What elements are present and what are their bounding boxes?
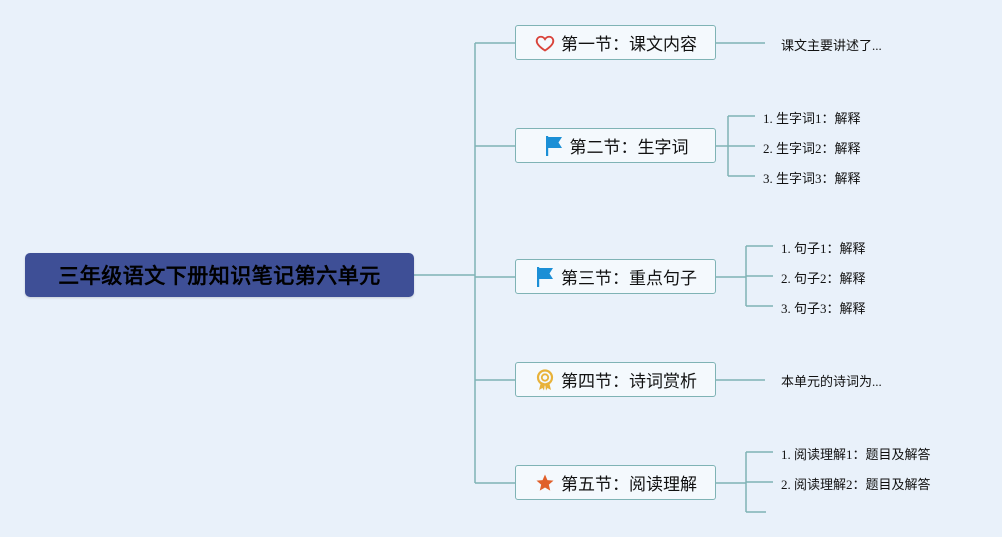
heart-icon bbox=[534, 32, 556, 54]
note-1-1[interactable]: 课文主要讲述了... bbox=[781, 38, 882, 53]
section-3-label: 第三节：重点句子 bbox=[561, 269, 697, 289]
section-3[interactable]: 第三节：重点句子 bbox=[515, 259, 716, 294]
flag-icon bbox=[543, 135, 565, 157]
root-topic[interactable]: 三年级语文下册知识笔记第六单元 bbox=[25, 253, 414, 297]
note-3-1[interactable]: 1. 句子1：解释 bbox=[781, 241, 866, 256]
medal-icon bbox=[534, 368, 556, 391]
section-4[interactable]: 第四节：诗词赏析 bbox=[515, 362, 716, 397]
section-1-label: 第一节：课文内容 bbox=[561, 35, 697, 55]
section-4-label: 第四节：诗词赏析 bbox=[561, 372, 697, 392]
section-2[interactable]: 第二节：生字词 bbox=[515, 128, 716, 163]
note-2-1[interactable]: 1. 生字词1：解释 bbox=[763, 111, 861, 126]
star-icon bbox=[534, 472, 556, 494]
note-4-1[interactable]: 本单元的诗词为... bbox=[781, 374, 882, 389]
section-5-label: 第五节：阅读理解 bbox=[561, 475, 697, 495]
note-5-2[interactable]: 2. 阅读理解2：题目及解答 bbox=[781, 477, 931, 492]
root-topic-label: 三年级语文下册知识笔记第六单元 bbox=[58, 264, 381, 288]
note-3-2[interactable]: 2. 句子2：解释 bbox=[781, 271, 866, 286]
flag-icon bbox=[534, 266, 556, 288]
note-5-1[interactable]: 1. 阅读理解1：题目及解答 bbox=[781, 447, 931, 462]
section-1[interactable]: 第一节：课文内容 bbox=[515, 25, 716, 60]
note-2-2[interactable]: 2. 生字词2：解释 bbox=[763, 141, 861, 156]
section-5[interactable]: 第五节：阅读理解 bbox=[515, 465, 716, 500]
note-3-3[interactable]: 3. 句子3：解释 bbox=[781, 301, 866, 316]
note-2-3[interactable]: 3. 生字词3：解释 bbox=[763, 171, 861, 186]
section-2-label: 第二节：生字词 bbox=[569, 138, 689, 158]
